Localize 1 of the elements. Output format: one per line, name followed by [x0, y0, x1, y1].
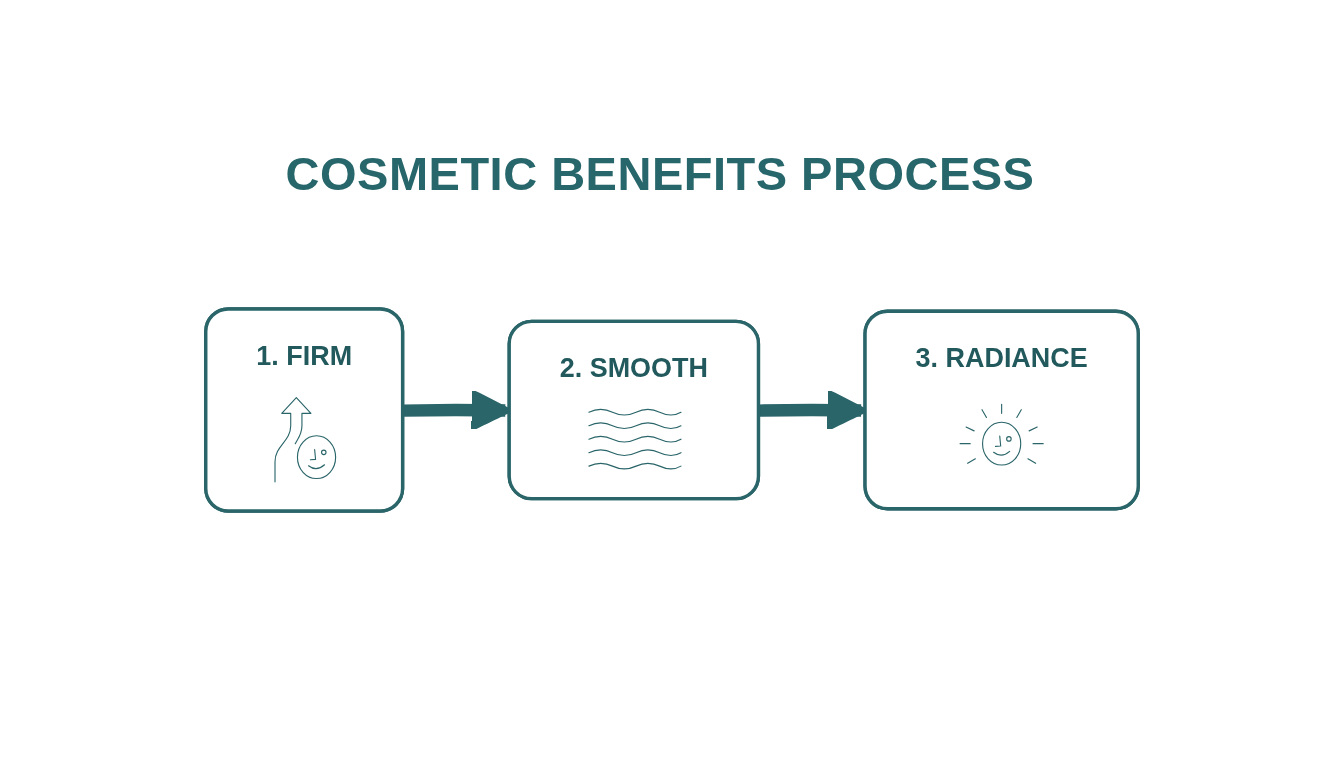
diagram-title: COSMETIC BENEFITS PROCESS	[284, 146, 1036, 201]
